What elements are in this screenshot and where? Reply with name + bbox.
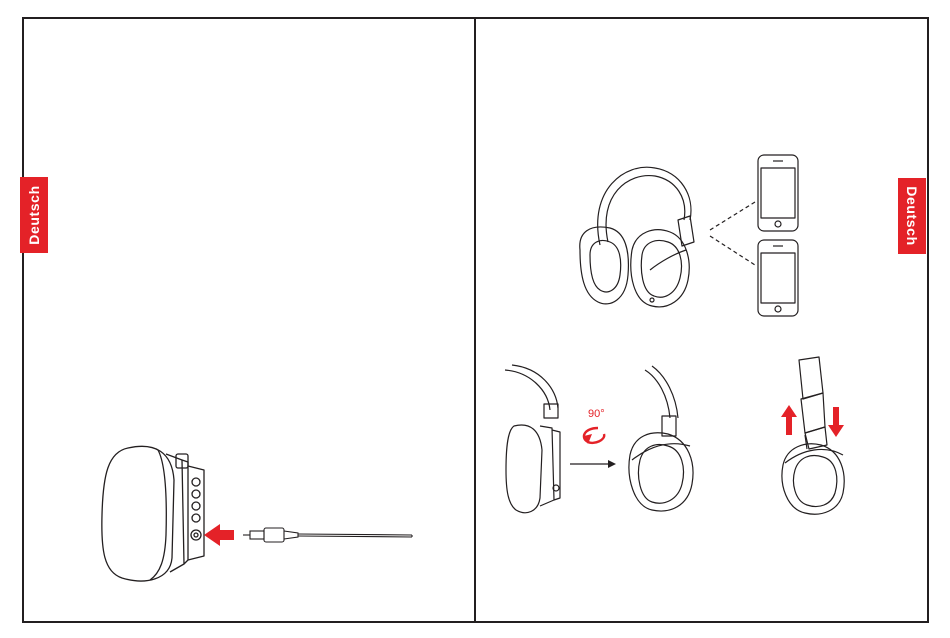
headband-slider [799,357,823,399]
earcup-shell [166,454,184,572]
right-earcup [631,230,689,307]
aux-plug [250,531,264,539]
size-adjust-illustration [775,355,865,520]
smartphone-bottom [758,240,798,316]
language-tab-left: Deutsch [20,177,48,253]
earcup-side-view [506,425,542,513]
rotate-fold-illustration: 90° [500,360,710,520]
pairing-illustration [570,150,810,320]
earcup-adjust-view [782,444,844,514]
aux-cable-illustration [100,440,420,585]
insert-arrow [204,524,234,546]
language-tab-right: Deutsch [898,178,926,254]
smartphone-top [758,155,798,231]
language-tab-right-label: Deutsch [904,186,920,245]
down-arrow-icon [828,407,844,437]
language-tab-left-label: Deutsch [26,185,42,244]
up-arrow-icon [781,405,797,435]
right-manual-page [474,17,929,623]
earcup-control-panel [188,466,204,560]
rotation-label: 90° [588,408,605,420]
